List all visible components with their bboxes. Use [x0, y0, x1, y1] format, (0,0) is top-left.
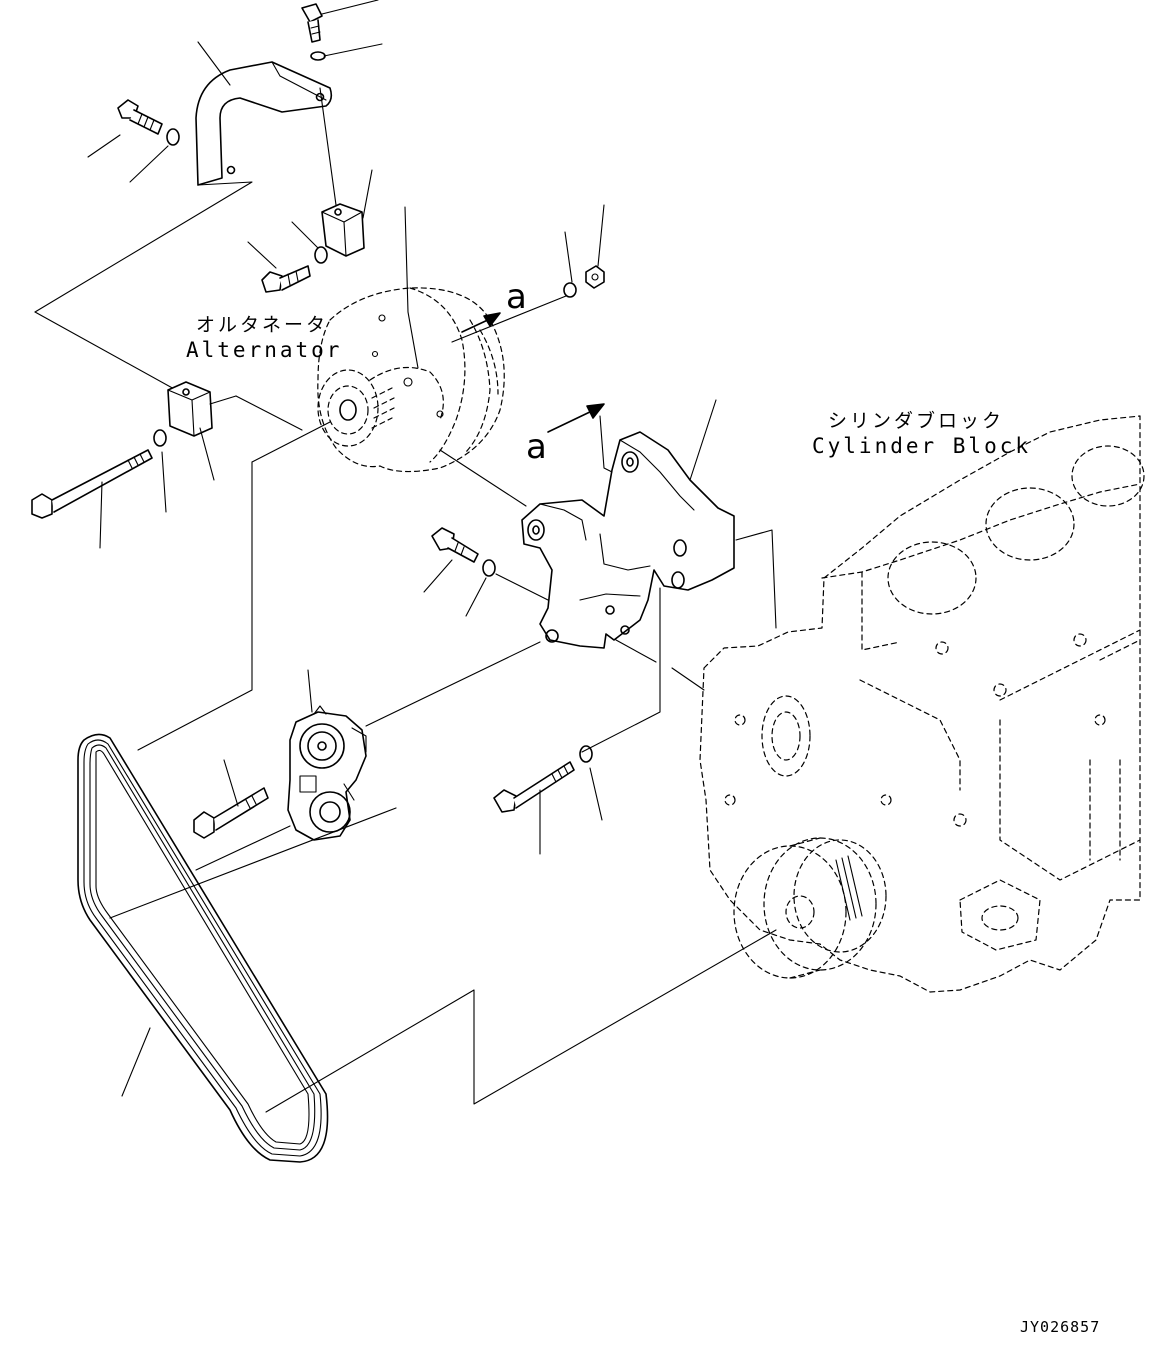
belt-tensioner	[287, 705, 367, 841]
cylinder-block-label-jp: シリンダブロック	[828, 410, 1005, 432]
view-a-label-upper: a	[506, 277, 527, 317]
top-washer	[310, 51, 326, 61]
middle-washer	[314, 246, 328, 264]
lower-spacer-block	[167, 381, 213, 437]
alternator	[317, 287, 505, 473]
upper-strap-bracket	[195, 61, 333, 186]
view-arrow-a-lower	[547, 403, 605, 433]
cylinder-block-label-en: Cylinder Block	[812, 434, 1032, 458]
v-ribbed-belt	[77, 733, 329, 1163]
alternator-label-jp: オルタネータ	[196, 314, 329, 336]
drawing-code: JY026857	[1020, 1318, 1101, 1336]
block-bolt	[493, 761, 575, 813]
bracket-bolt	[431, 527, 479, 563]
crank-pulley	[733, 837, 887, 979]
long-bolt	[31, 449, 153, 519]
alternator-nut	[585, 265, 605, 289]
alternator-washer	[563, 282, 577, 298]
block-washer	[579, 745, 593, 763]
alternator-mount-bracket	[521, 431, 735, 649]
top-bolt	[301, 3, 323, 43]
upper-left-washer	[166, 128, 180, 146]
tensioner-bolt	[193, 787, 269, 839]
upper-left-bolt	[117, 99, 163, 135]
upper-spacer-block	[321, 203, 365, 257]
long-bolt-washer	[153, 429, 167, 447]
bracket-washer	[482, 559, 496, 577]
view-arrow-a-upper	[461, 312, 501, 333]
cylinder-block	[699, 415, 1145, 993]
view-a-label-lower: a	[526, 427, 547, 467]
alternator-label-en: Alternator	[186, 338, 343, 362]
middle-bolt	[261, 265, 311, 293]
